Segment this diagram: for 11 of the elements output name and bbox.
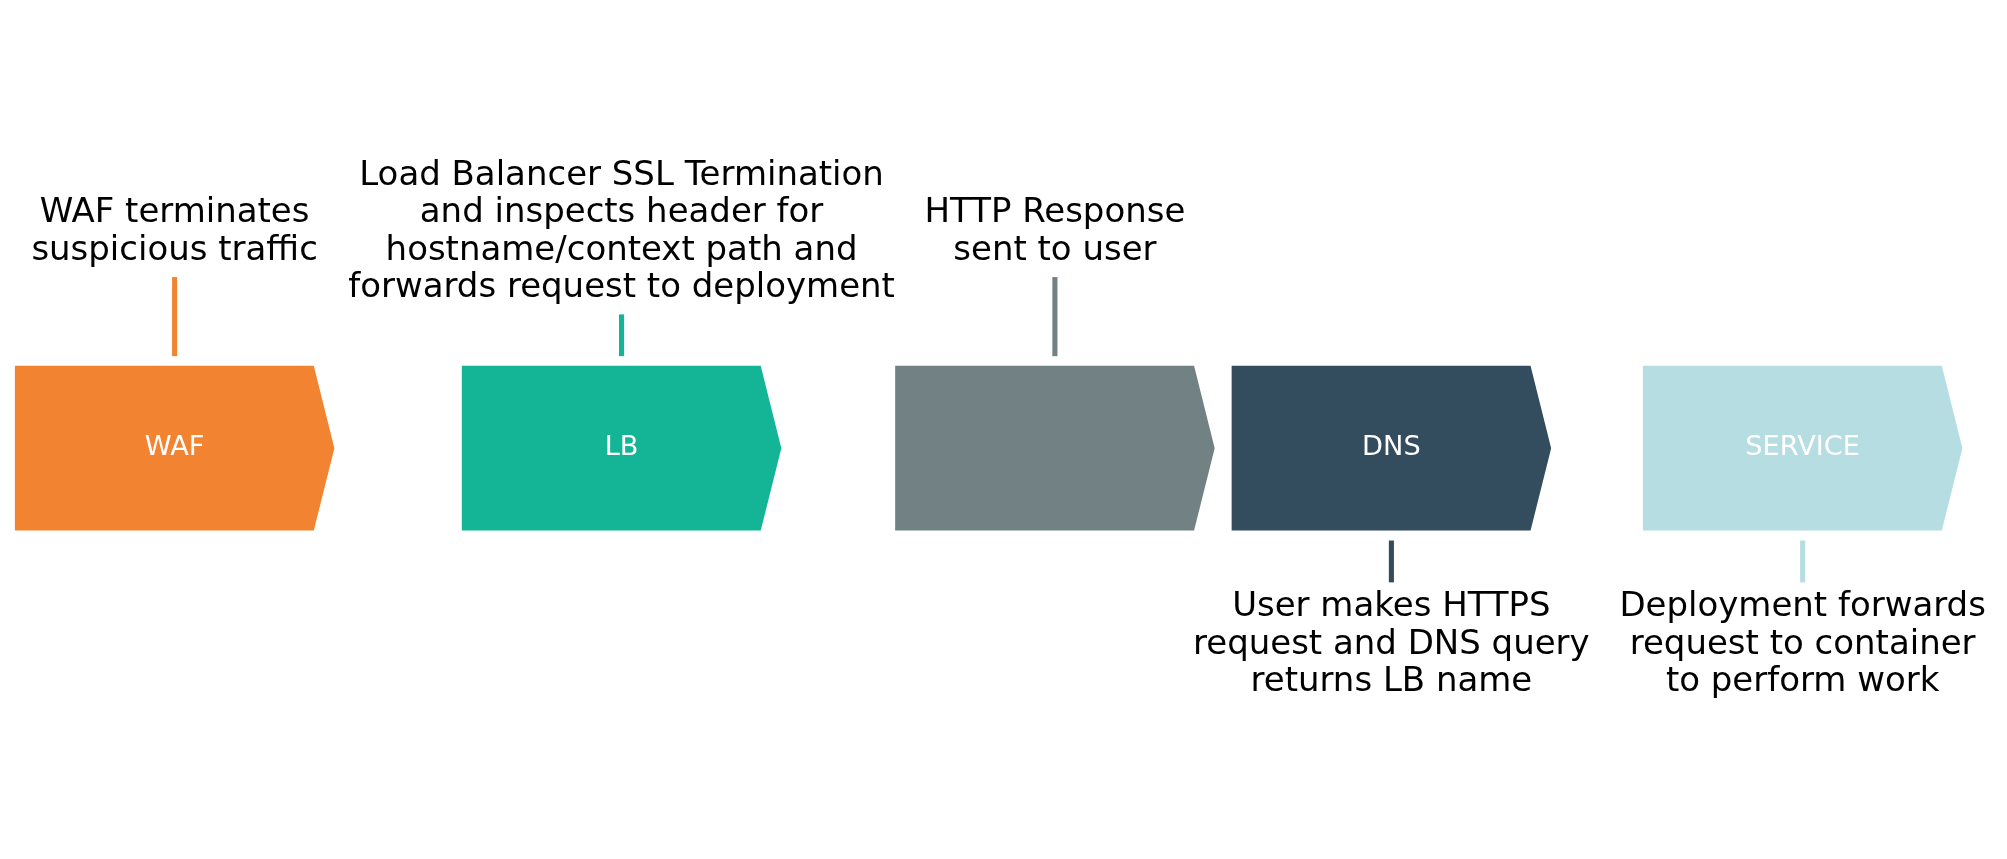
node-text: WAF terminates suspicious traffic [31, 190, 318, 268]
connector [1052, 277, 1058, 357]
node-text: HTTP Response sent to user [924, 190, 1186, 268]
connector [1388, 540, 1394, 583]
connector [1800, 540, 1806, 583]
connector [172, 277, 178, 357]
node-text: Load Balancer SSL Termination and inspects header for hostname/context path and forwards request to deployment [348, 152, 895, 305]
node-chevron [895, 365, 1215, 531]
node-text: Deployment forwards request to container to perform work [1619, 584, 1986, 700]
connector [619, 314, 625, 357]
node-text: User makes HTTPS request and DNS query returns LB name [1193, 584, 1590, 700]
